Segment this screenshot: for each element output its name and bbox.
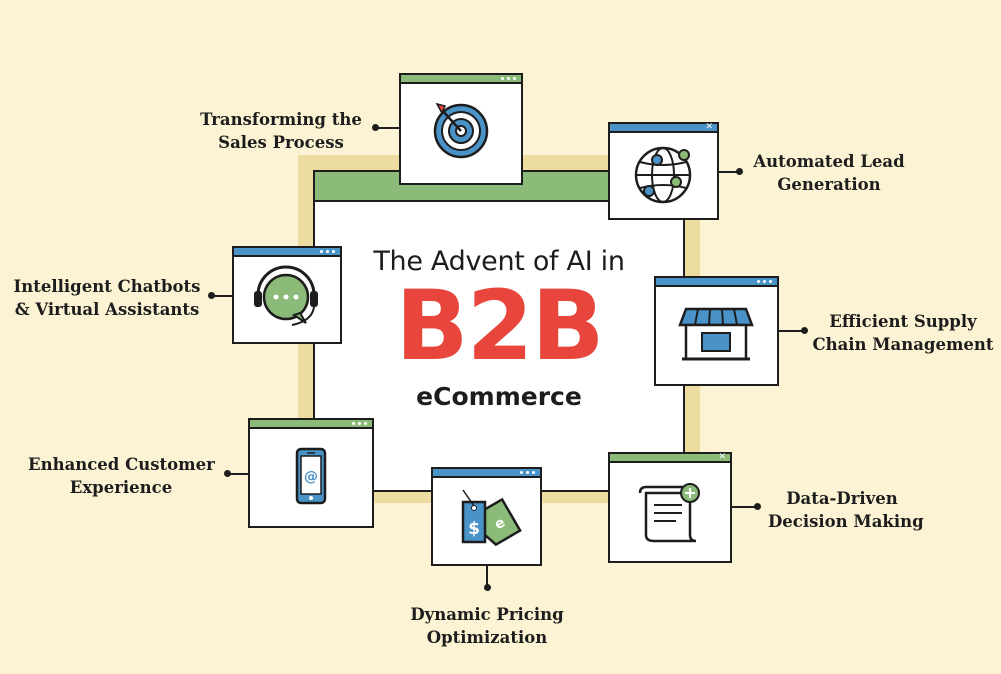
title-sub: eCommerce [416,382,582,411]
smartphone-email-icon: @ [295,447,327,505]
window-customer-experience: @ [248,418,374,528]
title-big: B2B [395,270,604,382]
globe-network-icon [634,146,692,204]
target-icon [433,102,489,159]
window-chatbots [232,246,342,344]
window-decision-making: ✕ [608,452,732,563]
central-panel: The Advent of AI in B2B eCommerce [313,170,685,492]
price-tags-icon: e $ [461,489,522,547]
title-line: The Advent of AI in [373,246,625,277]
document-plus-icon [638,483,700,543]
label-chatbots: Intelligent Chatbots& Virtual Assistants [13,277,201,319]
svg-text:@: @ [304,469,318,485]
storefront-icon [678,307,754,361]
window-lead-generation: ✕ [608,122,719,220]
svg-text:$: $ [468,519,480,539]
window-sales-process [399,73,523,185]
window-supply-chain [654,276,779,386]
window-dynamic-pricing: e $ [431,467,542,566]
chatbot-headset-icon [254,265,318,326]
